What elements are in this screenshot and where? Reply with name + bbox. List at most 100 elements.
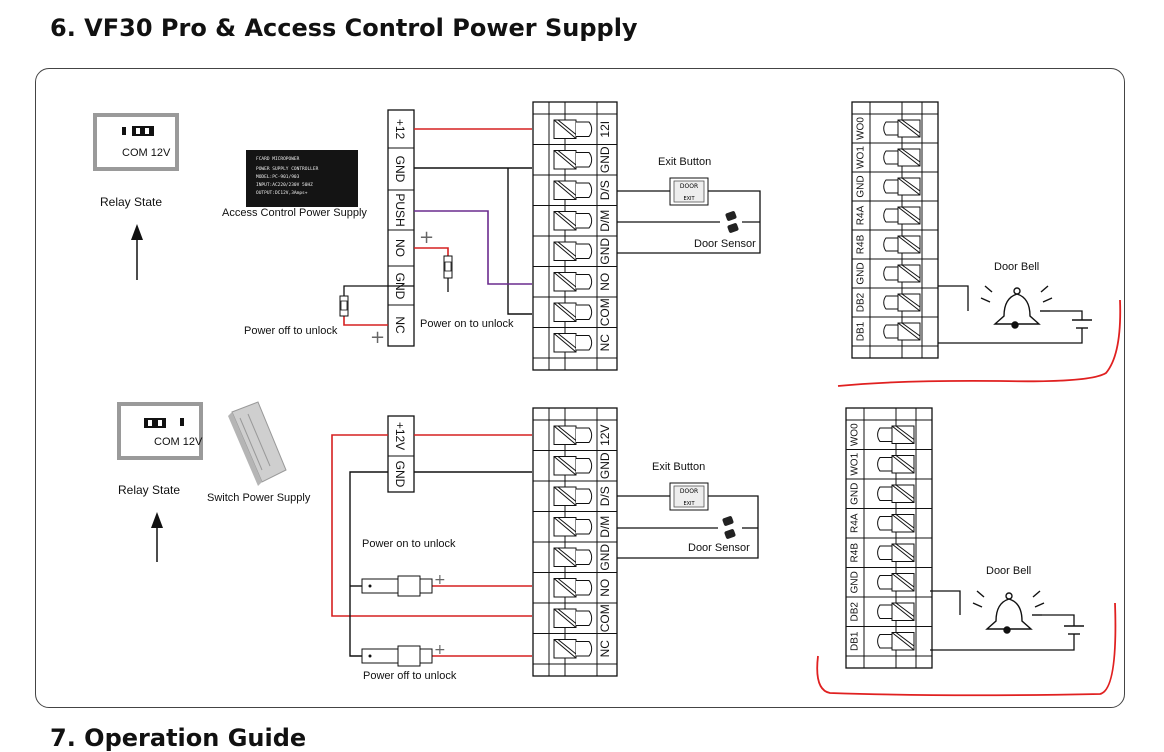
diagram-frame — [35, 68, 1125, 708]
svg-text:POWER SUPPLY CONTROLLER: POWER SUPPLY CONTROLLER — [256, 166, 319, 172]
top-supply-label: Access Control Power Supply — [222, 207, 367, 219]
bottom-relay-state-icon: COM 12V — [117, 402, 203, 460]
bottom-controller-terminal-block: 12V GND D/S D/M GND NO COM NC — [532, 407, 618, 677]
svg-text:+12V: +12V — [393, 422, 407, 450]
svg-text:+12: +12 — [393, 119, 407, 140]
svg-text:EXIT: EXIT — [683, 501, 695, 507]
bottom-psu-terminal-block: +12V GND — [387, 415, 415, 493]
top-plus-icon: + — [419, 227, 434, 248]
bell-terminal-label: DB1 — [850, 631, 861, 651]
controller-terminal-label: GND — [598, 452, 612, 479]
bottom-lock-on-icon — [361, 575, 433, 597]
bell-terminal-label: GND — [856, 262, 867, 284]
bottom-lock-off-icon — [361, 645, 433, 667]
bell-terminal-label: GND — [856, 175, 867, 197]
top-door-sensor-label: Door Sensor — [694, 238, 756, 250]
bottom-annotation-stroke — [816, 602, 1117, 697]
svg-text:PUSH: PUSH — [393, 193, 407, 226]
svg-text:EXIT: EXIT — [683, 196, 695, 202]
bottom-plus-icon: + — [434, 572, 446, 588]
controller-terminal-label: COM — [598, 604, 612, 632]
controller-terminal-label: D/S — [598, 486, 612, 506]
section-heading: 6. VF30 Pro & Access Control Power Suppl… — [50, 14, 638, 42]
svg-text:NC: NC — [393, 316, 407, 334]
controller-terminal-label: 12I — [598, 121, 612, 138]
svg-text:FCARD MICROPOWER: FCARD MICROPOWER — [256, 156, 300, 162]
top-power-supply-image: FCARD MICROPOWER POWER SUPPLY CONTROLLER… — [246, 150, 358, 207]
bell-terminal-label: WO0 — [850, 423, 861, 446]
top-power-off-label: Power off to unlock — [244, 325, 338, 337]
svg-text:GND: GND — [393, 461, 407, 488]
next-section-heading: 7. Operation Guide — [50, 724, 307, 752]
top-plus-icon-2: + — [370, 327, 385, 348]
bottom-door-bell-label: Door Bell — [986, 565, 1031, 577]
controller-terminal-label: COM — [598, 298, 612, 326]
bell-terminal-label: R4B — [856, 234, 867, 254]
controller-terminal-label: D/M — [598, 210, 612, 232]
bottom-wires — [331, 434, 1075, 657]
svg-text:DOOR: DOOR — [680, 183, 698, 190]
top-relay-state-label: Relay State — [100, 195, 162, 209]
top-annotation-stroke — [837, 299, 1122, 387]
controller-terminal-label: D/S — [598, 180, 612, 200]
controller-terminal-label: GND — [598, 238, 612, 265]
controller-terminal-label: GND — [598, 146, 612, 173]
top-power-on-label: Power on to unlock — [420, 318, 514, 330]
top-controller-terminal-block: 12I GND D/S D/M GND NO COM NC — [532, 101, 618, 371]
top-door-bell-icon — [980, 285, 1053, 329]
bottom-door-sensor-label: Door Sensor — [688, 542, 750, 554]
svg-text:DOOR: DOOR — [680, 488, 698, 495]
top-lock-on-icon — [443, 255, 453, 279]
top-up-arrow-icon — [131, 224, 143, 280]
bottom-battery-icon — [1064, 625, 1084, 635]
top-psu-terminal-block: +12 GND PUSH NO GND NC — [387, 109, 415, 347]
svg-text:INPUT:AC220/230V 50HZ: INPUT:AC220/230V 50HZ — [256, 182, 313, 188]
svg-text:NO: NO — [393, 239, 407, 257]
bell-terminal-label: WO1 — [856, 146, 867, 169]
svg-text:GND: GND — [393, 156, 407, 183]
bell-terminal-label: DB2 — [856, 292, 867, 312]
bottom-exit-button-icon: DOOR EXIT — [669, 482, 709, 511]
controller-terminal-label: NO — [598, 579, 612, 597]
top-relay-com-label: COM 12V — [122, 147, 171, 159]
top-relay-state-icon: COM 12V — [93, 113, 179, 171]
controller-terminal-label: NO — [598, 273, 612, 291]
bottom-door-bell-icon — [972, 590, 1045, 634]
controller-terminal-label: NC — [598, 640, 612, 658]
bell-terminal-label: DB1 — [856, 321, 867, 341]
svg-text:MODEL:PC-901/903: MODEL:PC-901/903 — [256, 174, 300, 180]
bell-terminal-label: GND — [850, 571, 861, 593]
bell-terminal-label: DB2 — [850, 602, 861, 622]
top-lock-off-icon — [339, 295, 349, 317]
bottom-power-on-label: Power on to unlock — [362, 538, 456, 550]
controller-terminal-label: D/M — [598, 516, 612, 538]
top-battery-icon — [1072, 319, 1092, 329]
controller-terminal-label: 12V — [598, 425, 612, 446]
top-door-sensor-icon — [725, 211, 739, 233]
top-wires — [343, 128, 1083, 344]
controller-terminal-label: GND — [598, 544, 612, 571]
bell-terminal-label: R4A — [850, 513, 861, 533]
bottom-relay-com-label: COM 12V — [154, 436, 203, 448]
top-exit-button-icon: DOOR EXIT — [669, 177, 709, 206]
bottom-switch-power-supply-image — [228, 401, 287, 486]
bottom-door-sensor-icon — [722, 516, 736, 539]
bottom-supply-label: Switch Power Supply — [207, 492, 311, 504]
bottom-plus-icon-2: + — [434, 642, 446, 658]
controller-terminal-label: NC — [598, 334, 612, 352]
bell-terminal-label: R4A — [856, 205, 867, 225]
bottom-exit-button-label: Exit Button — [652, 461, 705, 473]
top-door-bell-label: Door Bell — [994, 261, 1039, 273]
bell-terminal-label: WO1 — [850, 452, 861, 475]
top-exit-button-label: Exit Button — [658, 156, 711, 168]
svg-text:OUTPUT:DC12V,3Amps+: OUTPUT:DC12V,3Amps+ — [256, 190, 308, 196]
bell-terminal-label: WO0 — [856, 117, 867, 140]
bell-terminal-label: R4B — [850, 543, 861, 563]
bottom-power-off-label: Power off to unlock — [363, 670, 457, 682]
bell-terminal-label: GND — [850, 483, 861, 505]
bottom-up-arrow-icon — [151, 512, 163, 562]
bottom-relay-state-label: Relay State — [118, 483, 180, 497]
